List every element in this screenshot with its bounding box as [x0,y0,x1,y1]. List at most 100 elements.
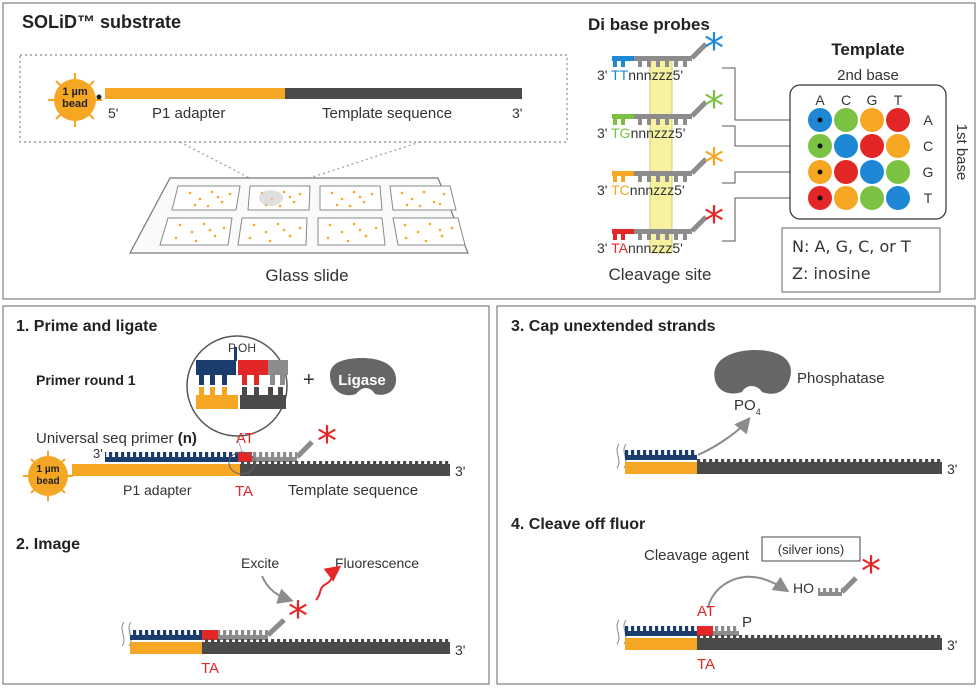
step2-wavy-end [121,621,132,647]
highlighted-spot [259,190,283,206]
step3-title: 3. Cap unextended strands [511,318,716,335]
step2-asterisk-icon: * [288,594,308,640]
probe-color-head [612,56,634,61]
probe-connector-line [722,171,818,184]
step1-adapter-strand [72,464,240,476]
cleavage-site-label: Cleavage site [608,265,711,284]
step4-template [697,638,942,650]
matrix-cell [834,108,858,132]
step2-ta-label: TA [201,660,219,677]
step1-bead-line1: 1 µm [37,464,60,475]
probe-color-head [612,229,634,234]
matrix-cell [886,186,910,210]
magnifier-p-label: P [228,341,236,355]
step1-title: 1. Prime and ligate [16,318,157,335]
probe-color-head [612,114,634,119]
probe-row: *3' TTnnnzzz5' [597,26,818,121]
matrix-cell [834,160,858,184]
cleavage-site-band [649,56,673,254]
step3-adapter [625,462,697,474]
template-title: Template [831,40,904,59]
matrix-column-label: G [867,92,878,108]
step1-bead-line2: bead [36,476,59,487]
bead-label-line2: bead [62,98,88,110]
probe-connector-line [722,125,818,147]
step4-title: 4. Cleave off fluor [511,516,645,533]
zoom-guide-right [284,141,421,187]
probe-gray-tail [634,56,692,61]
legend-z: Z: inosine [792,264,871,283]
probe-sequence-label: 3' TGnnnzzz5' [597,125,685,141]
matrix-connector-dot [817,195,823,201]
substrate-title: SOLiD™ substrate [22,12,181,32]
step4-adapter [625,638,697,650]
bead-icon [48,73,102,127]
step2-adapter [130,642,202,654]
matrix-connector-dot [817,169,823,175]
second-base-label: 2nd base [837,67,899,84]
probe-sequence-label: 3' TAnnnzzz5' [597,240,683,256]
probe-sequence-label: 3' TTnnnzzz5' [597,67,683,83]
magnifier-oh-label: OH [238,341,256,355]
probe-gray-tail [634,171,692,176]
matrix-column-label: T [894,92,903,108]
probe-color-head [612,171,634,176]
orange-asterisk-icon: * [704,141,724,187]
phosphatase-icon [714,350,791,394]
step2-three-prime: 3' [455,642,465,658]
fluorescence-label: Fluorescence [335,555,419,571]
matrix-row-label: T [924,190,933,206]
bead-icon-step1 [23,451,73,501]
step4-wavy-end [616,619,627,645]
glass-slide-label: Glass slide [265,266,348,285]
bead-attachment-dot [96,94,102,100]
red-asterisk-icon: * [704,199,724,245]
matrix-column-label: C [841,92,851,108]
cleavage-agent-label: Cleavage agent [644,547,750,564]
step1-template-strand [240,464,450,476]
step4-probe-red [697,626,713,636]
step4-at-label: AT [697,603,715,620]
fluorescence-arrow [315,565,342,601]
ligase-label: Ligase [338,372,386,389]
probe-row: * 3' TAnnnzzz5' [597,197,818,256]
step1-template-sequence-label: Template sequence [288,482,418,499]
primer-round-label: Primer round 1 [36,372,136,388]
probe-sequence-label: 3' TCnnnzzz5' [597,182,685,198]
silver-ions-box [761,536,861,562]
probe-gray-tail [634,114,692,119]
cleave-arrow [707,575,790,609]
top-panel [2,2,976,300]
step1-p1-adapter-label: P1 adapter [123,482,192,498]
slide-bead-dots [174,190,454,243]
plus-sign: + [303,369,315,391]
five-prime-label: 5' [108,105,118,121]
ho-label: HO [793,580,814,596]
matrix-row-label: C [923,138,933,154]
ligase-icon [330,358,397,396]
legend-n: N: A, G, C, or T [792,237,911,256]
matrix-row-label: G [923,164,934,180]
matrix-column-label: A [815,92,825,108]
p1-adapter-bar [105,93,285,99]
p1-adapter-ticks [105,88,285,94]
matrix-cell [860,134,884,158]
p1-adapter-label: P1 adapter [152,105,225,122]
step3-three-prime: 3' [947,461,957,477]
step4-asterisk-icon: * [861,549,881,595]
bead-label-line1: 1 µm [62,86,88,98]
step3-template [697,462,942,474]
silver-ions-label: (silver ions) [778,542,844,557]
left-bottom-panel [2,305,490,685]
zoom-box [19,54,568,143]
template-strand [285,88,522,99]
step1-asterisk-icon: * [317,419,337,465]
matrix-cell [834,186,858,210]
matrix-connector-dot [817,117,823,123]
step1-ta-label: TA [235,483,253,500]
probe-row: * 3' TCnnnzzz5' [597,141,818,198]
step1-three-prime: 3' [93,446,103,461]
zoom-guide-left [179,141,266,187]
matrix-cell [860,160,884,184]
